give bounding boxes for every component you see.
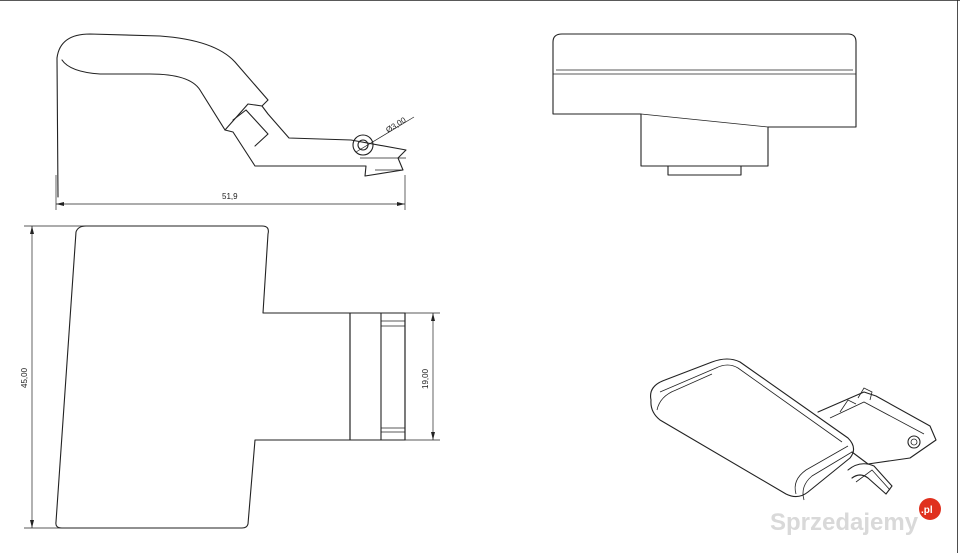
height-dimension-label: 45,00 [20,367,29,388]
watermark-brand: Sprzedajemy [770,509,919,536]
width-dimension: 51,9 [55,175,406,210]
side-profile-view [56,33,407,198]
isometric-view [650,358,937,501]
tab-dimension-label: 19,00 [421,368,430,389]
hole-diameter-label: Ø3,00 [384,115,408,134]
tab-dimension: 19,00 [405,312,440,441]
front-view [552,33,857,176]
pivot-hole [352,134,374,156]
watermark-badge-icon [919,498,941,520]
top-view [55,225,406,529]
watermark-badge: .pl [921,505,933,516]
watermark-logo: Sprzedajemy .pl [770,498,941,536]
width-dimension-label: 51,9 [222,192,238,201]
iso-pivot-hole [907,435,921,449]
height-dimension: 45,00 [20,225,86,529]
